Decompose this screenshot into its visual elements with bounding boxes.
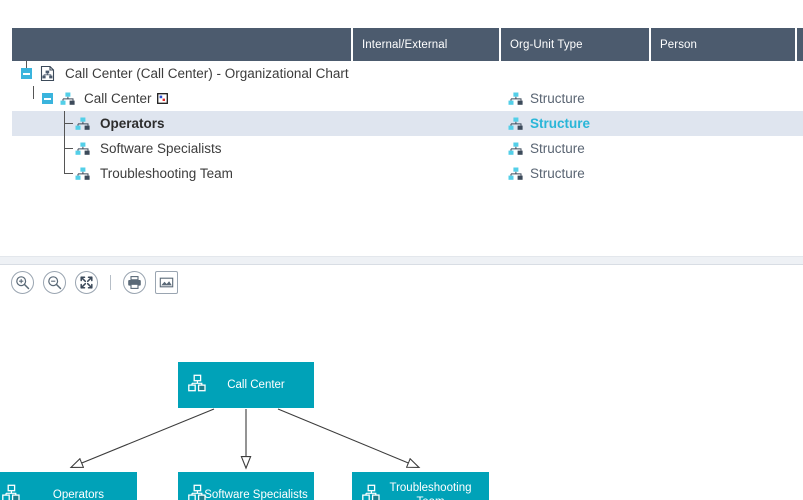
column-header-internal-external[interactable]: Internal/External — [353, 28, 501, 61]
tree-row[interactable]: Call Center (Call Center) - Organization… — [0, 61, 803, 86]
org-unit-icon — [362, 484, 382, 500]
chart-node-root[interactable]: Call Center — [178, 362, 314, 408]
tree-row-label: Call Center — [84, 91, 152, 106]
tree-row[interactable]: Troubleshooting Team Structure — [0, 161, 803, 186]
org-chart-document-icon — [39, 65, 56, 82]
tree-row-label: Software Specialists — [100, 141, 222, 156]
org-unit-icon — [2, 484, 22, 500]
chart-node-troubleshooting-team[interactable]: Troubleshooting Team — [352, 472, 489, 500]
column-header-name[interactable] — [12, 28, 353, 61]
tree-row-label: Troubleshooting Team — [100, 166, 233, 181]
tree-connector — [26, 86, 42, 111]
tree-row[interactable]: Software Specialists Structure — [0, 136, 803, 161]
hierarchy-icon — [508, 142, 524, 156]
tree-row-label: Operators — [100, 116, 165, 131]
tree-body: Call Center (Call Center) - Organization… — [0, 61, 803, 186]
column-header-org-unit-type[interactable]: Org-Unit Type — [501, 28, 651, 61]
chart-node-label: Troubleshooting Team — [389, 482, 472, 500]
expander-toggle-call-center[interactable] — [42, 86, 53, 111]
tree-connector — [57, 111, 73, 136]
org-unit-type-value: Structure — [530, 141, 585, 156]
column-header-person[interactable]: Person — [651, 28, 797, 61]
fit-to-screen-icon[interactable] — [75, 270, 98, 294]
chart-node-operators[interactable]: Operators — [0, 472, 137, 500]
tree-row[interactable]: Call Center — [0, 86, 803, 111]
org-unit-icon — [188, 484, 208, 500]
toolbar-divider — [110, 274, 111, 290]
export-image-icon[interactable] — [155, 270, 178, 294]
chart-node-label: Operators — [52, 489, 105, 500]
chart-edges — [69, 408, 421, 470]
hierarchy-icon — [508, 92, 524, 106]
column-header-spacer — [797, 28, 803, 61]
org-unit-icon — [188, 374, 208, 396]
chart-node-label: Software Specialists — [204, 489, 308, 500]
tree-connector — [57, 161, 73, 186]
hierarchy-icon — [60, 92, 76, 106]
org-chart-panel: Call Center Operators — [0, 265, 803, 500]
table-header-row: Internal/External Org-Unit Type Person — [12, 28, 803, 61]
hierarchy-icon — [75, 142, 91, 156]
tree-row-label: Call Center (Call Center) - Organization… — [65, 66, 349, 81]
expander-toggle-root[interactable] — [21, 61, 32, 86]
hierarchy-icon — [75, 117, 91, 131]
linked-object-badge-icon[interactable] — [156, 93, 168, 104]
tree-row-selected[interactable]: Operators Structure — [0, 111, 803, 136]
chart-node-label: Call Center — [227, 379, 285, 391]
org-unit-type-value: Structure — [530, 166, 585, 181]
print-icon[interactable] — [123, 270, 146, 294]
panel-splitter[interactable] — [0, 256, 803, 265]
tree-connector — [57, 136, 73, 161]
hierarchy-icon — [75, 167, 91, 181]
hierarchy-icon — [508, 167, 524, 181]
chart-toolbar — [0, 265, 803, 299]
tree-table-panel: Internal/External Org-Unit Type Person — [0, 28, 803, 186]
zoom-in-icon[interactable] — [11, 270, 34, 294]
org-chart-canvas[interactable]: Call Center Operators — [0, 299, 803, 500]
org-unit-type-value: Structure — [530, 116, 591, 131]
org-unit-type-value: Structure — [530, 91, 585, 106]
chart-node-software-specialists[interactable]: Software Specialists — [178, 472, 314, 500]
zoom-out-icon[interactable] — [43, 270, 66, 294]
hierarchy-icon — [508, 117, 524, 131]
